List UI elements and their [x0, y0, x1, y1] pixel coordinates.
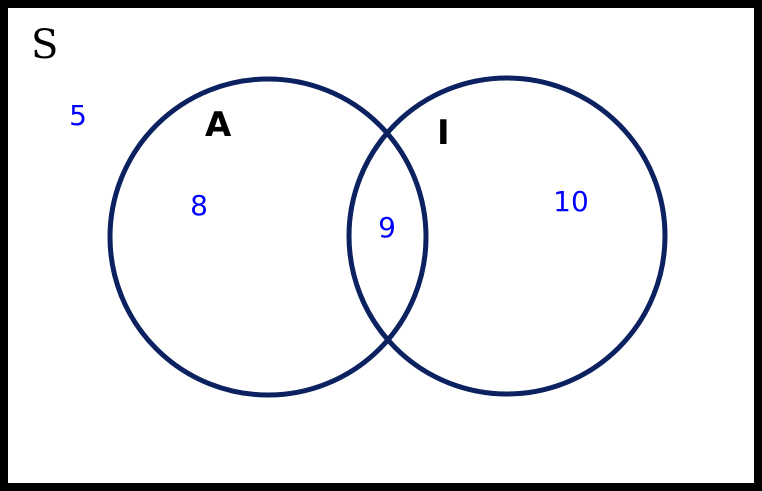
set-i-circle: [346, 75, 668, 397]
only-a-count: 8: [190, 189, 208, 222]
only-i-count: 10: [553, 185, 589, 218]
intersection-count: 9: [378, 211, 396, 244]
universe-label: S: [31, 22, 58, 68]
set-a-circle: [107, 76, 429, 398]
outside-count: 5: [69, 99, 87, 132]
set-a-label: A: [205, 105, 232, 145]
set-i-label: I: [437, 113, 450, 153]
